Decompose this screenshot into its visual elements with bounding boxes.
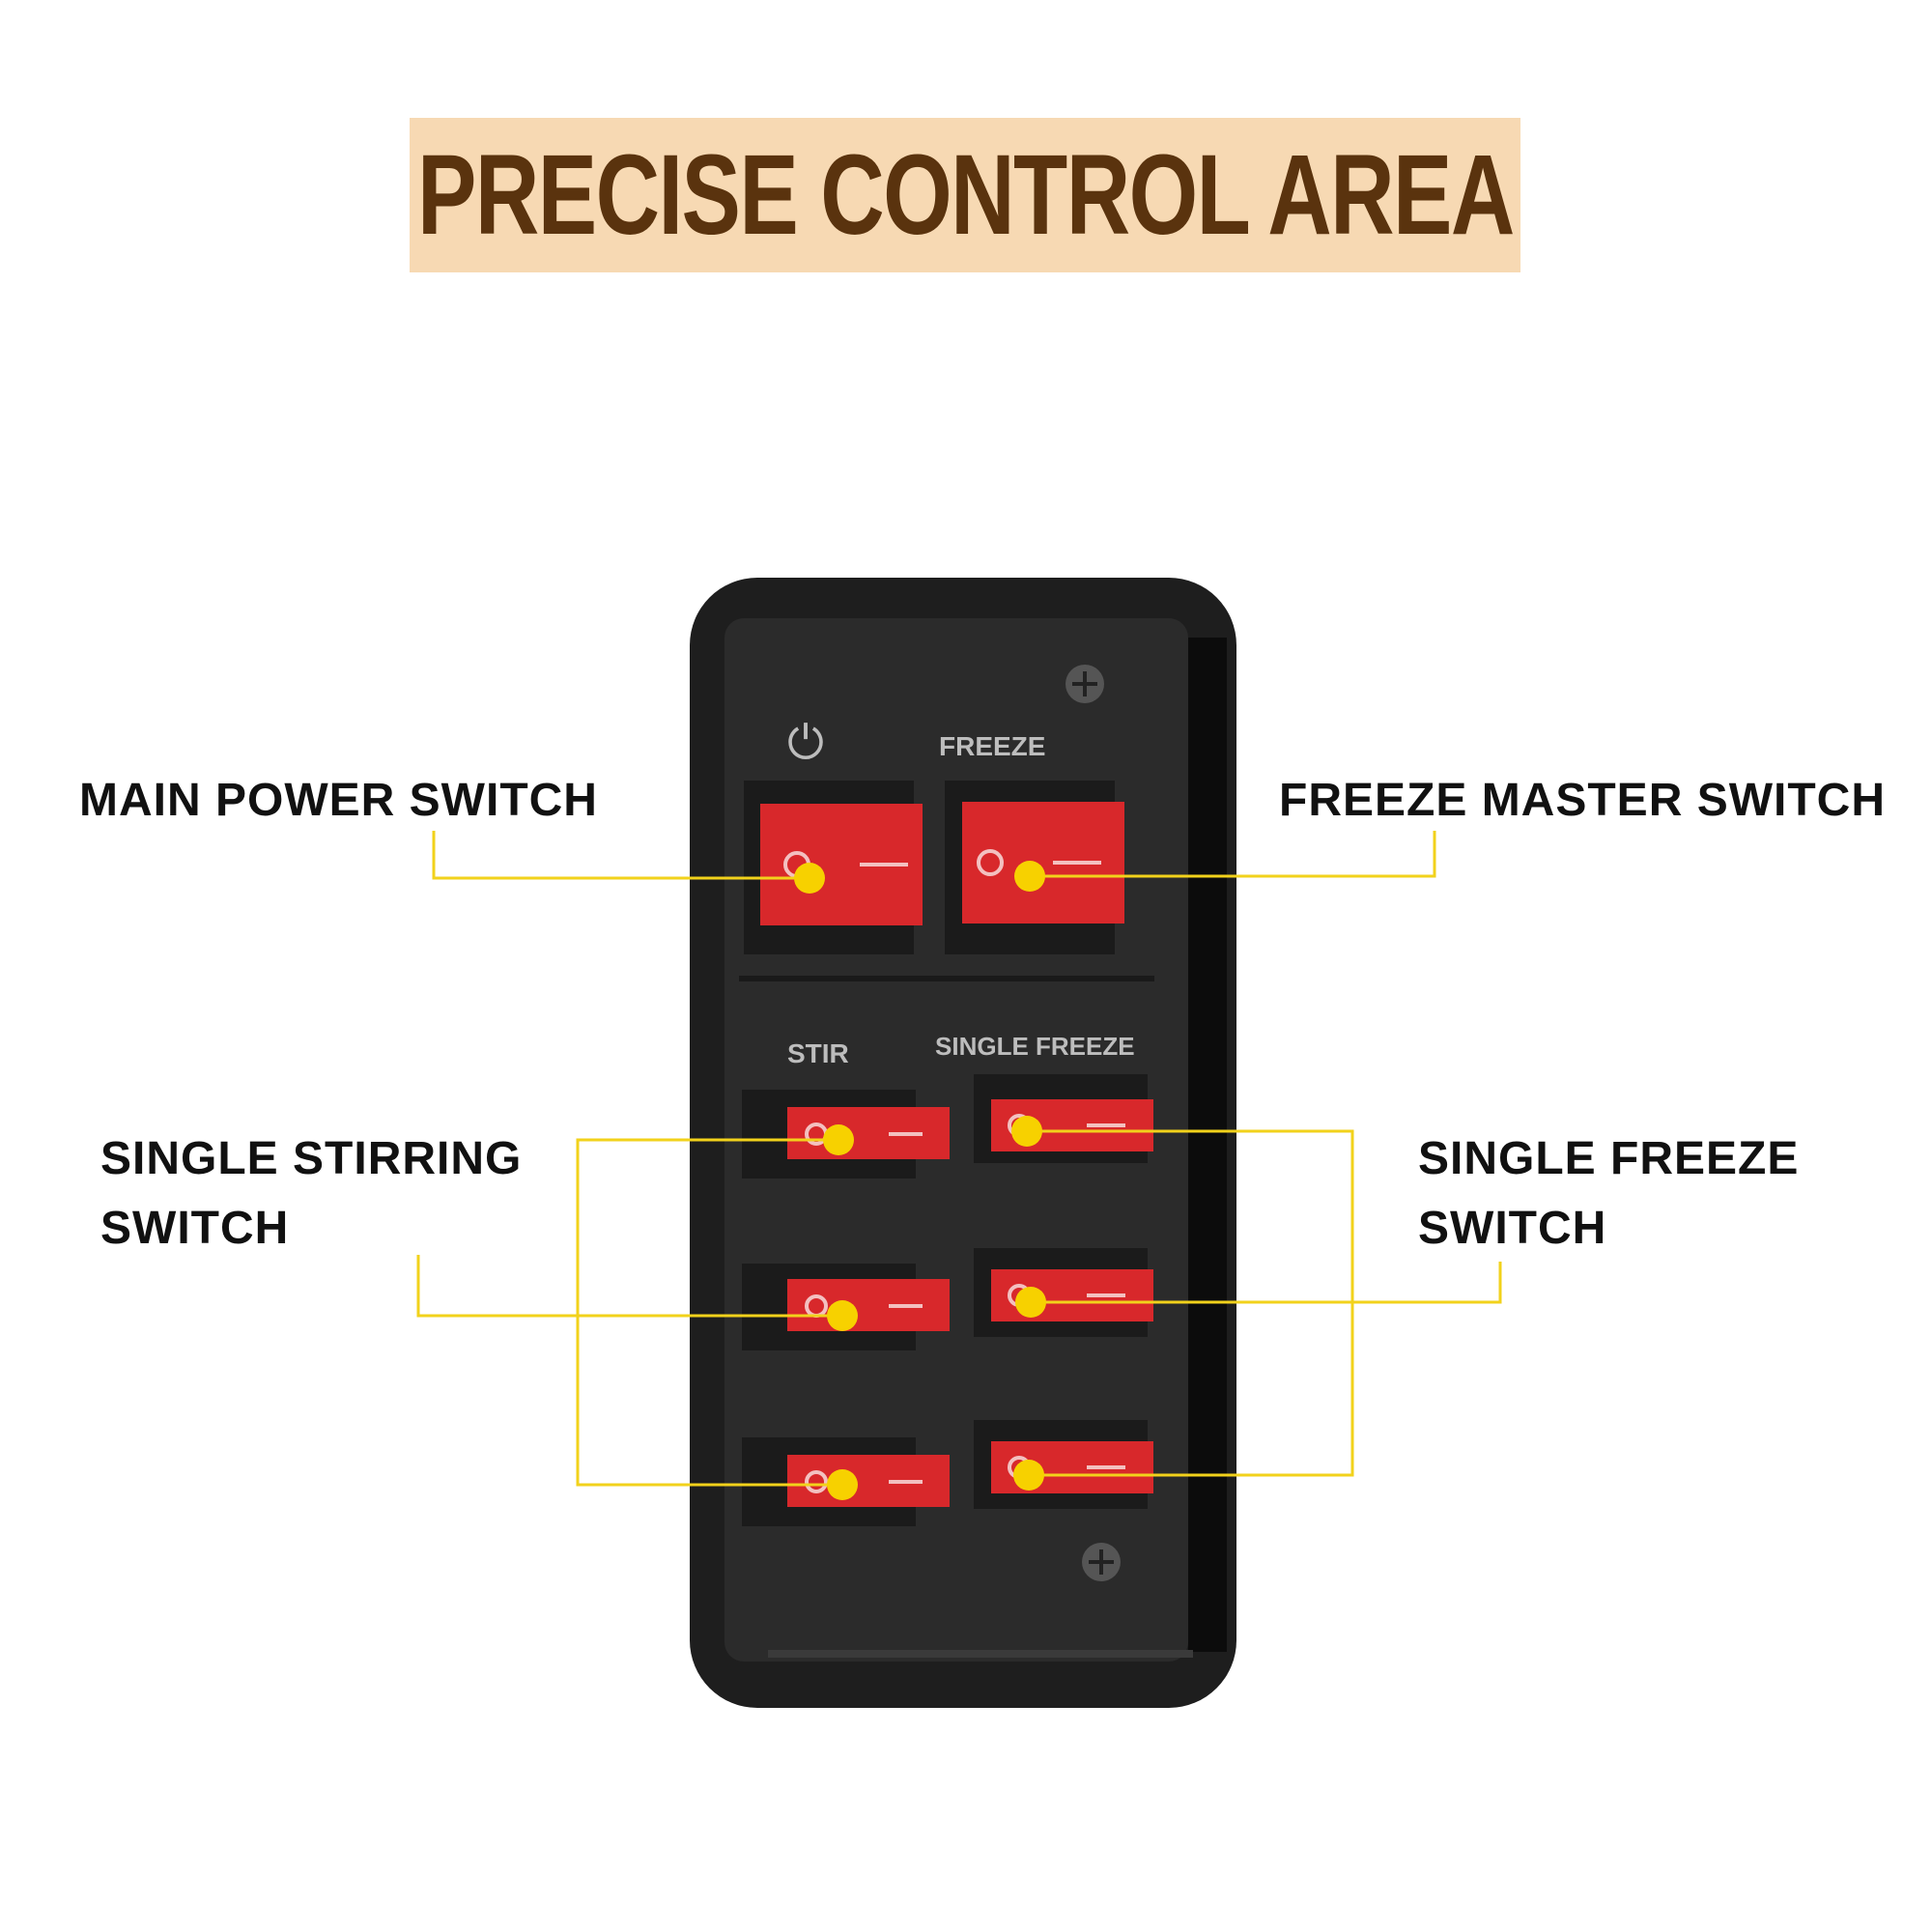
stir-marking: STIR: [787, 1038, 849, 1068]
off-symbol-icon: [977, 849, 1004, 876]
callout-dots: [794, 861, 1046, 1500]
freeze-marking: FREEZE: [939, 731, 1045, 761]
page-title: PRECISE CONTROL AREA: [416, 131, 1515, 259]
title-banner: PRECISE CONTROL AREA: [410, 118, 1520, 272]
single-freeze-switch-label-line2: SWITCH: [1418, 1203, 1607, 1254]
single-freeze-switch-3[interactable]: [974, 1420, 1153, 1509]
single-freeze-marking: SINGLE FREEZE: [935, 1032, 1135, 1061]
main-power-switch-label: MAIN POWER SWITCH: [79, 775, 598, 826]
power-icon: ⏻: [787, 716, 824, 770]
stir-switch-2[interactable]: [742, 1264, 950, 1350]
single-freeze-switch-2[interactable]: [974, 1248, 1153, 1337]
single-stirring-switch-label-line1: SINGLE STIRRING: [100, 1133, 523, 1184]
single-stirring-switch-label-line2: SWITCH: [100, 1203, 290, 1254]
screw-icon: [1065, 665, 1104, 703]
screw-icon: [1082, 1543, 1121, 1581]
freeze-master-switch-label: FREEZE MASTER SWITCH: [1279, 775, 1886, 826]
single-freeze-switch-label-line1: SINGLE FREEZE: [1418, 1133, 1800, 1184]
stir-switch-3[interactable]: [742, 1437, 950, 1526]
callout-lines: [416, 831, 1502, 1487]
single-freeze-switch-1[interactable]: [974, 1074, 1153, 1163]
